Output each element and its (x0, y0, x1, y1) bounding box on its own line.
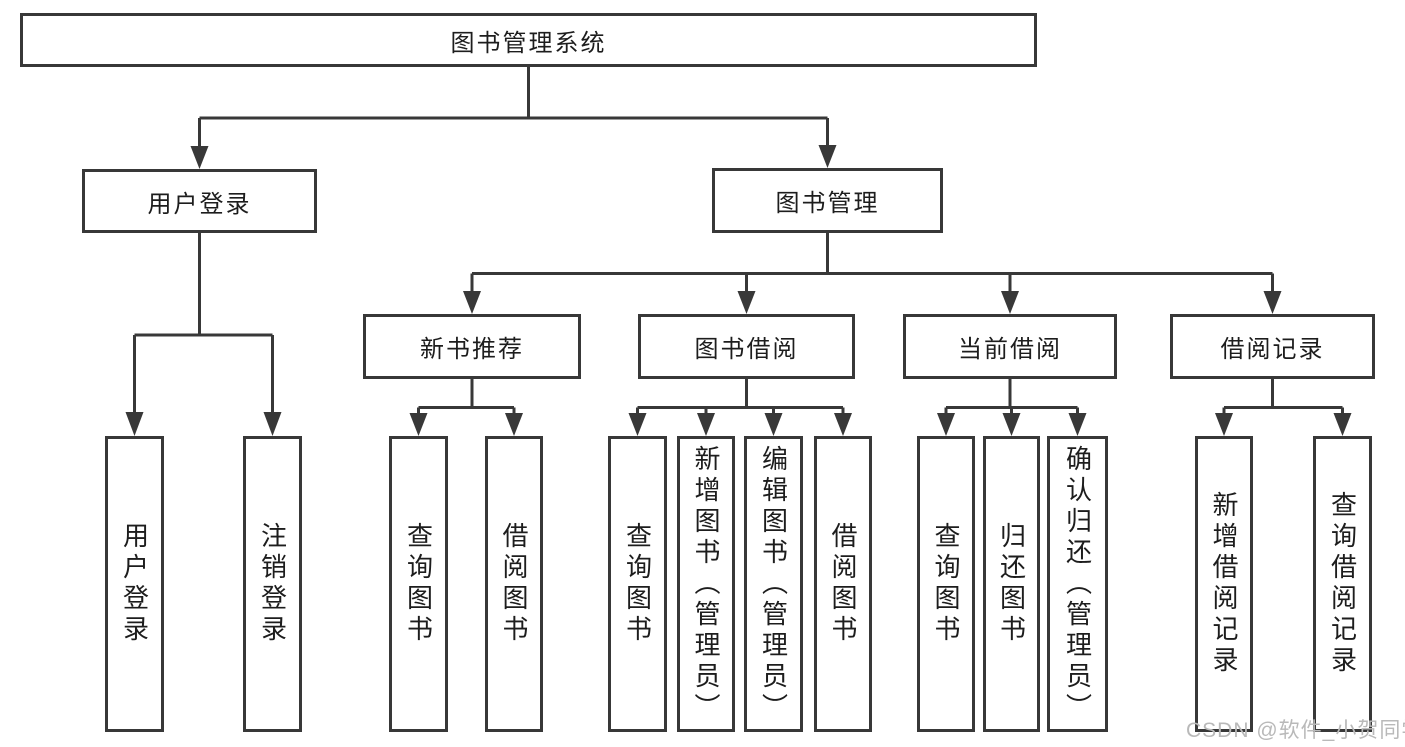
arrowhead-icon (764, 413, 783, 436)
leaf-borrow-books-2: 借阅图书 (814, 436, 872, 732)
connector-book-mgmt-branch (470, 233, 1274, 295)
leaf-return-books: 归还图书 (983, 436, 1040, 732)
watermark: CSDN @软件_小贺同学 (1186, 719, 1405, 742)
arrowhead-icon (409, 413, 428, 436)
arrowhead-icon (190, 146, 209, 169)
arrowhead-icon (697, 413, 715, 436)
node-current-borrowing: 当前借阅 (903, 314, 1117, 379)
leaf-logout: 注销登录 (243, 436, 302, 732)
leaf-add-borrow-record: 新增借阅记录 (1195, 436, 1253, 732)
node-book-management: 图书管理 (712, 168, 943, 233)
leaf-confirm-return-admin: 确认归还（管理员） (1047, 436, 1108, 732)
leaf-query-books-3: 查询图书 (917, 436, 975, 732)
arrowhead-icon (628, 413, 647, 436)
arrowhead-icon (125, 412, 144, 436)
leaf-query-books-2: 查询图书 (608, 436, 667, 732)
arrowhead-icon (737, 291, 756, 314)
arrowhead-icon (263, 412, 282, 436)
arrowhead-icon (463, 291, 481, 314)
arrowhead-icon (1333, 413, 1352, 436)
leaf-query-borrow-record: 查询借阅记录 (1313, 436, 1372, 732)
leaf-borrow-books-1: 借阅图书 (485, 436, 543, 732)
arrowhead-icon (1002, 413, 1021, 436)
node-book-borrowing: 图书借阅 (638, 314, 855, 379)
connector-book-borrow-branch (636, 379, 845, 417)
node-borrow-records: 借阅记录 (1170, 314, 1375, 379)
arrowhead-icon (1263, 291, 1282, 314)
arrowhead-icon (1215, 413, 1233, 436)
arrowhead-icon (818, 145, 837, 168)
leaf-add-books-admin: 新增图书（管理员） (677, 436, 735, 732)
connector-current-borrow-branch (944, 379, 1079, 417)
node-new-book-recommend: 新书推荐 (363, 314, 581, 379)
connector-user-login-branch (133, 233, 274, 414)
leaf-query-books-1: 查询图书 (389, 436, 448, 732)
leaf-user-login: 用户登录 (105, 436, 164, 732)
node-user-login: 用户登录 (82, 169, 317, 233)
arrowhead-icon (1001, 291, 1019, 314)
arrowhead-icon (834, 413, 852, 436)
connector-borrow-record-branch (1222, 379, 1344, 417)
node-library-system: 图书管理系统 (20, 13, 1037, 67)
arrowhead-icon (937, 413, 955, 436)
arrowhead-icon (1068, 413, 1087, 436)
arrowhead-icon (505, 413, 523, 436)
leaf-edit-books-admin: 编辑图书（管理员） (744, 436, 803, 732)
connector-new-book-branch (417, 379, 516, 417)
connector-root-branch (198, 67, 829, 150)
